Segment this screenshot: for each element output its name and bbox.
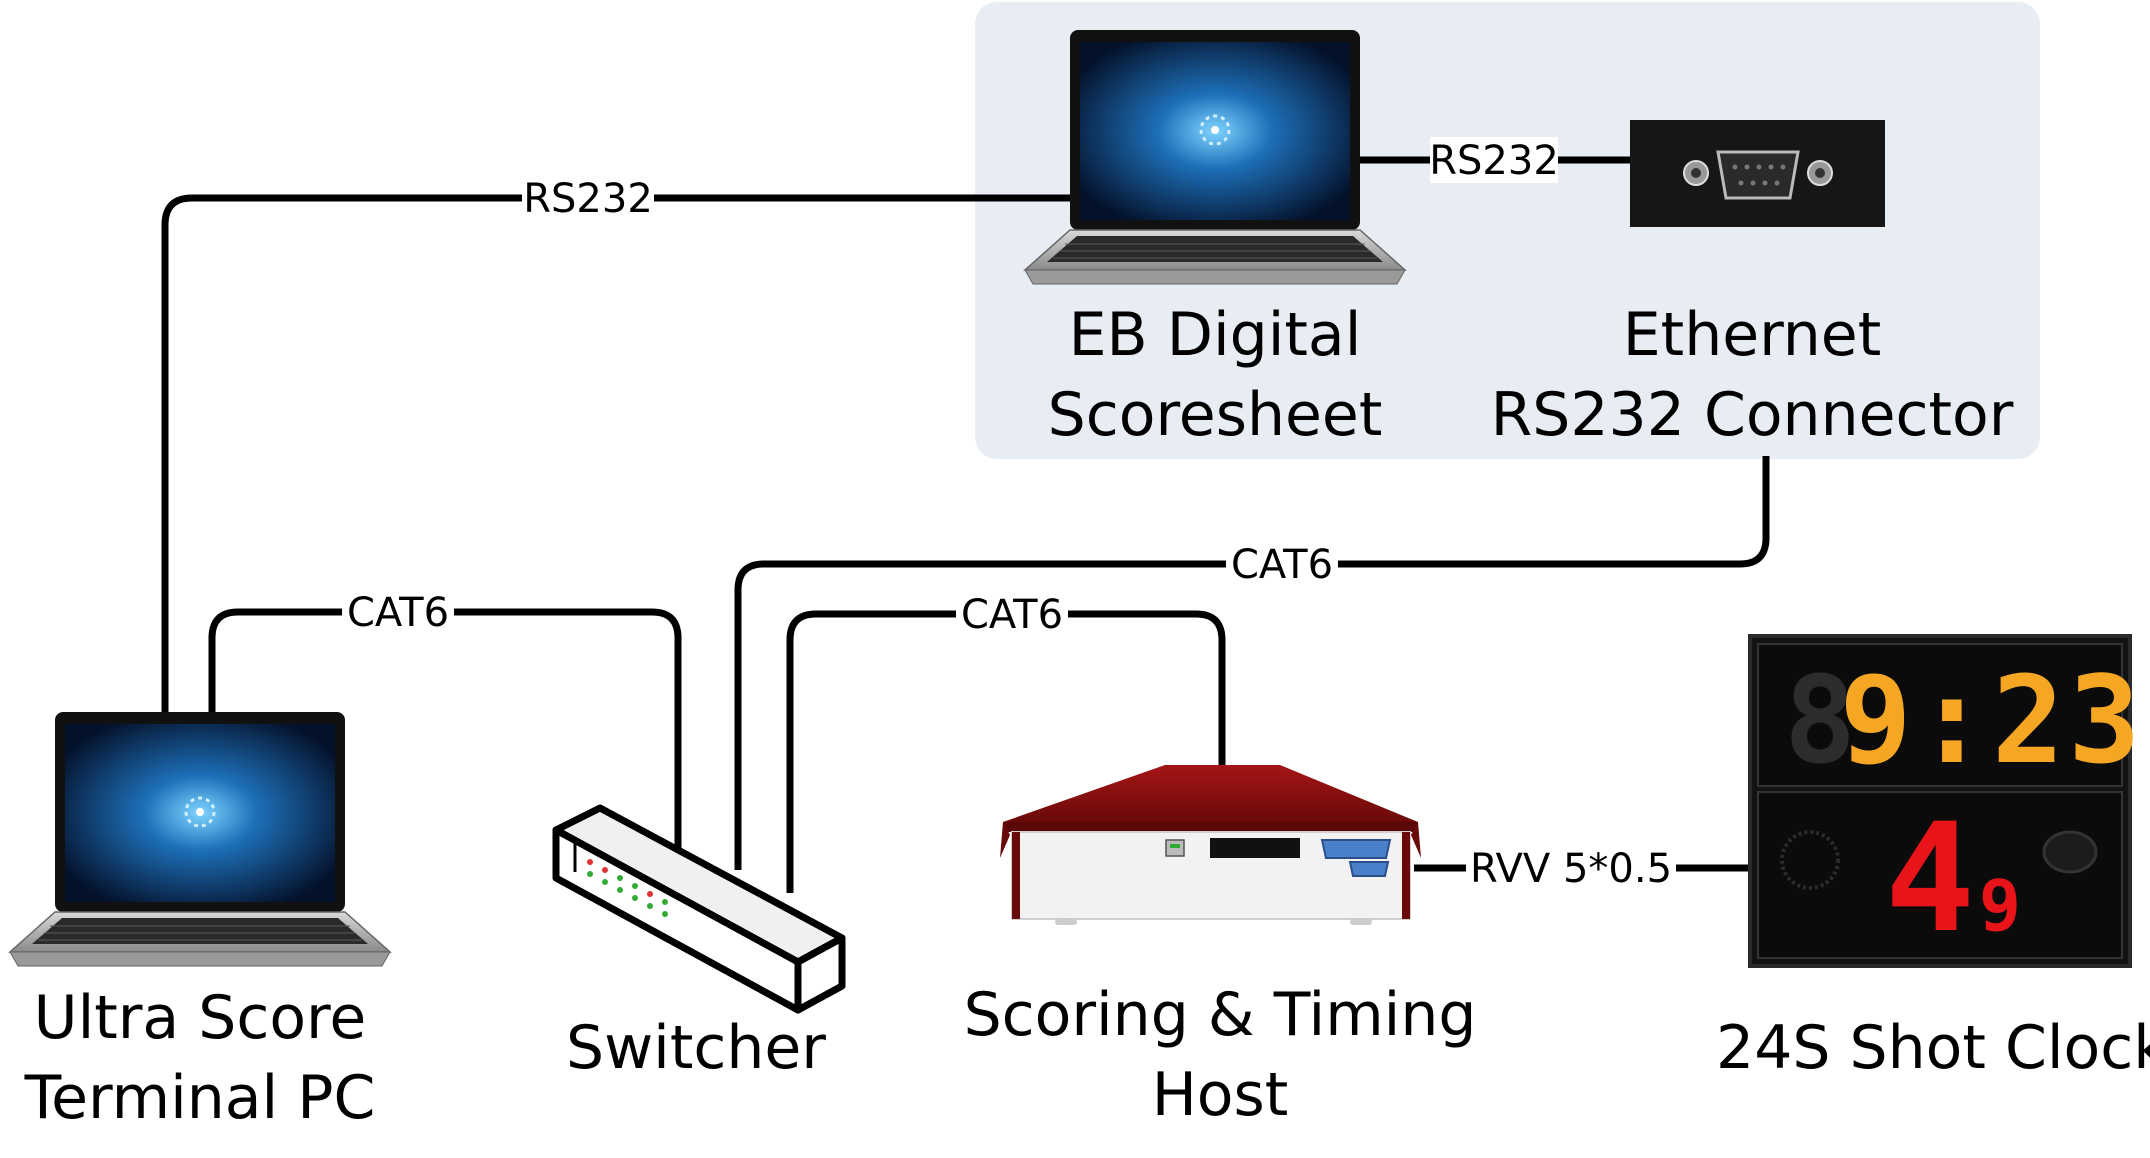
- switcher-label: Switcher: [566, 1013, 826, 1083]
- host-label-line1: Scoring & Timing: [964, 980, 1477, 1050]
- shot-clock-label: 24S Shot Clock: [1716, 1013, 2150, 1083]
- connector-label-line2: RS232 Connector: [1491, 380, 2014, 450]
- cable-pc-scoresheet: [161, 194, 1080, 712]
- rs232-connector-icon: [1630, 120, 1885, 227]
- cable-labels: RS232 RS232 CAT6 CAT6 CAT6 RVV 5*0.5: [342, 137, 1676, 892]
- scoring-timing-host-icon: [1000, 765, 1421, 925]
- cable-label-rs232-connector: RS232: [1429, 138, 1559, 184]
- host-label-line2: Host: [1152, 1060, 1289, 1130]
- terminal-pc-label-line2: Terminal PC: [24, 1063, 376, 1133]
- terminal-pc-laptop-icon: [8, 710, 392, 968]
- cable-label-rs232-pc: RS232: [523, 176, 653, 222]
- cable-label-cat6-connector: CAT6: [1231, 542, 1333, 588]
- shot-clock-icon: 8 9:23 4 9: [1748, 634, 2145, 968]
- shot-clock-shot-time: 4: [1885, 792, 1975, 966]
- cable-label-cat6-host: CAT6: [961, 592, 1063, 638]
- shot-clock-game-time: 9:23: [1840, 652, 2145, 791]
- cable-label-cat6-pc: CAT6: [347, 590, 449, 636]
- shot-clock-shot-decimal: 9: [1979, 865, 2021, 947]
- scoresheet-label-line2: Scoresheet: [1048, 380, 1383, 450]
- terminal-pc-label-line1: Ultra Score: [34, 983, 367, 1053]
- cable-label-rvv: RVV 5*0.5: [1470, 846, 1672, 892]
- switcher-icon: [552, 804, 846, 1014]
- svg-text:8: 8: [1784, 652, 1856, 791]
- scoresheet-laptop-icon: [1023, 28, 1407, 286]
- device-labels: EB Digital Scoresheet Ethernet RS232 Con…: [24, 300, 2150, 1133]
- connector-label-line1: Ethernet: [1623, 300, 1881, 370]
- scoresheet-label-line1: EB Digital: [1069, 300, 1362, 370]
